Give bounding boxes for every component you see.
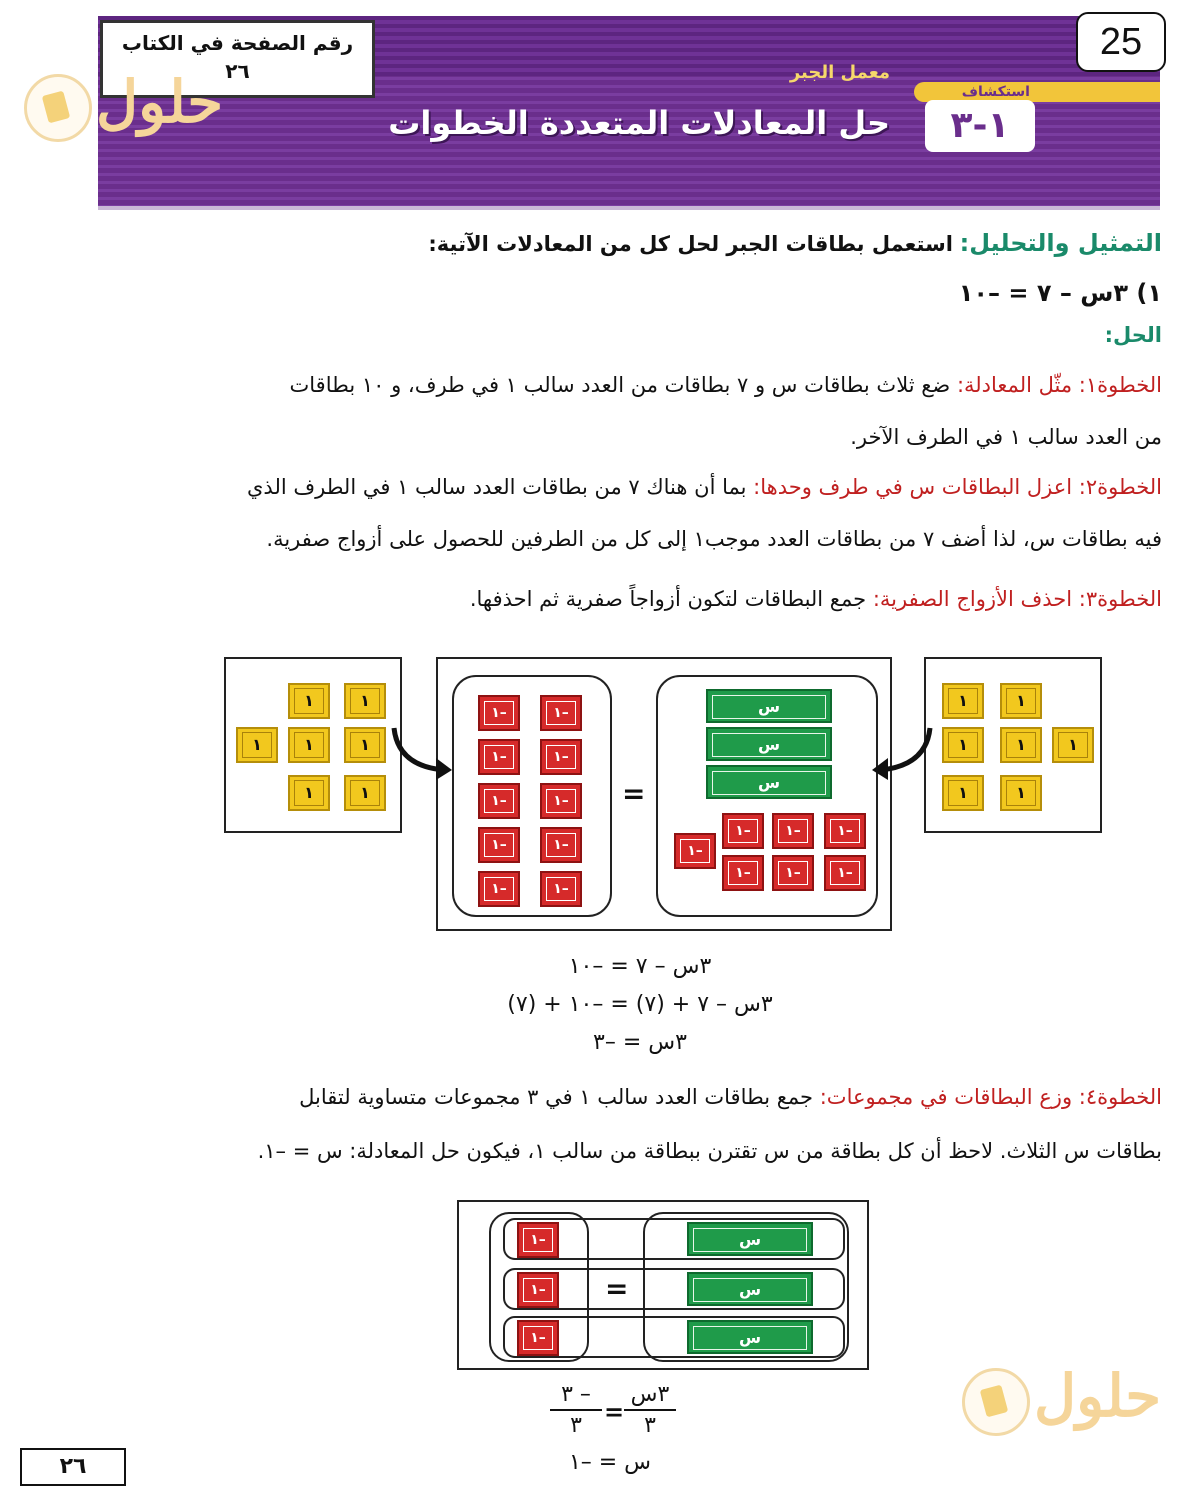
footer-page-number: ٢٦ [20, 1448, 126, 1486]
positive-one-tile: ١ [942, 683, 984, 719]
step-4-text: جمع بطاقات العدد سالب ١ في ٣ مجموعات متس… [299, 1085, 814, 1109]
book-page-label: رقم الصفحة في الكتاب [121, 31, 354, 55]
explore-tag: استكشاف [914, 82, 1160, 102]
group-row [503, 1316, 845, 1358]
mat-right-side: س س س ١– ١– ١– ١– ١– ١– ١– [656, 675, 878, 917]
positive-one-tile: ١ [1000, 775, 1042, 811]
x-tile: س [687, 1320, 813, 1354]
negative-one-tile: ١– [674, 833, 716, 869]
step-1-title: الخطوة١: مثّل المعادلة: [956, 373, 1162, 397]
negative-one-tile: ١– [772, 855, 814, 891]
step-1: الخطوة١: مثّل المعادلة: ضع ثلاث بطاقات س… [98, 370, 1163, 400]
negative-one-tile: ١– [540, 783, 582, 819]
arrow-right-icon [872, 727, 933, 780]
group-row [503, 1218, 845, 1260]
group-row [503, 1268, 845, 1310]
intro-instruction: استعمل بطاقات الجبر لحل كل من المعادلات … [428, 232, 953, 256]
equation-mat: ١– ١– ١– ١– ١– ١– ١– ١– ١– ١– = س س س ١–… [436, 657, 892, 931]
step-2-title: الخطوة٢: اعزل البطاقات س في طرف وحدها: [753, 475, 1162, 499]
right-added-tiles-box: ١ ١ ١ ١ ١ ١ ١ [924, 657, 1102, 833]
neg-column-outline [489, 1212, 589, 1362]
negative-one-tile: ١– [824, 855, 866, 891]
step-2: الخطوة٢: اعزل البطاقات س في طرف وحدها: ب… [98, 472, 1162, 502]
negative-one-tile: ١– [722, 855, 764, 891]
equals-sign: = [622, 777, 646, 810]
step-3-title: الخطوة٣: احذف الأزواج الصفرية: [872, 587, 1162, 611]
lesson-title: حل المعادلات المتعددة الخطوات [388, 104, 890, 142]
lesson-number: ١-٣ [925, 100, 1035, 152]
negative-one-tile: ١– [772, 813, 814, 849]
x-tile: س [706, 727, 832, 761]
positive-one-tile: ١ [288, 727, 330, 763]
final-solution: س = –١ [568, 1450, 652, 1475]
negative-one-tile: ١– [540, 739, 582, 775]
x-tile: س [706, 765, 832, 799]
problem-equation: ١) ٣س – ٧ = –١٠ [958, 279, 1162, 307]
positive-one-tile: ١ [1000, 683, 1042, 719]
x-tile: س [706, 689, 832, 723]
x-tile: س [687, 1222, 813, 1256]
step-4-text-2: بطاقات س الثلاث. لاحظ أن كل بطاقة من س ت… [257, 1139, 1162, 1163]
negative-one-tile: ١– [517, 1222, 559, 1258]
negative-one-tile: ١– [478, 827, 520, 863]
step-1-text-2: من العدد سالب ١ في الطرف الآخر. [850, 425, 1162, 449]
negative-one-tile: ١– [540, 827, 582, 863]
mat-left-side: ١– ١– ١– ١– ١– ١– ١– ١– ١– ١– [452, 675, 612, 917]
equals-sign: = [604, 1398, 625, 1426]
intro-line: التمثيل والتحليل: استعمل بطاقات الجبر لح… [98, 228, 1162, 259]
watermark-logo-bottom: حلول [962, 1362, 1162, 1438]
negative-one-tile: ١– [824, 813, 866, 849]
equation-line-1: ٣س – ٧ = –١٠ [568, 954, 712, 979]
negative-one-tile: ١– [517, 1272, 559, 1308]
equation-line-2: ٣س – ٧ + (٧) = –١٠ + (٧) [507, 992, 773, 1017]
book-icon [962, 1368, 1030, 1436]
positive-one-tile: ١ [236, 727, 278, 763]
step-3-text: جمع البطاقات لتكون أزواجاً صفرية ثم احذف… [469, 587, 867, 611]
intro-heading: التمثيل والتحليل: [959, 229, 1162, 257]
equation-line-3: ٣س = –٣ [593, 1030, 687, 1055]
step-1-text: ضع ثلاث بطاقات س و ٧ بطاقات من العدد سال… [289, 373, 951, 397]
book-page-number: ٢٦ [225, 59, 250, 83]
negative-one-tile: ١– [478, 783, 520, 819]
fraction-rhs: ٣ – ٣ [546, 1382, 606, 1438]
left-added-tiles-box: ١ ١ ١ ١ ١ ١ ١ [224, 657, 402, 833]
arrow-left-icon [391, 727, 452, 780]
step-4: الخطوة٤: وزع البطاقات في مجموعات: جمع بط… [98, 1082, 1162, 1112]
negative-one-tile: ١– [478, 739, 520, 775]
positive-one-tile: ١ [344, 775, 386, 811]
step-2-text-2: فيه بطاقات س، لذا أضف ٧ من بطاقات العدد … [266, 527, 1162, 551]
lab-label: معمل الجبر [789, 62, 890, 83]
positive-one-tile: ١ [1000, 727, 1042, 763]
step-2-text: بما أن هناك ٧ من بطاقات العدد سالب ١ في … [246, 475, 747, 499]
grouping-mat: ١– ١– ١– = س س س [457, 1200, 869, 1370]
step-3: الخطوة٣: احذف الأزواج الصفرية: جمع البطا… [98, 584, 1162, 614]
negative-one-tile: ١– [517, 1320, 559, 1356]
positive-one-tile: ١ [288, 683, 330, 719]
negative-one-tile: ١– [540, 871, 582, 907]
negative-one-tile: ١– [478, 695, 520, 731]
book-page-box: رقم الصفحة في الكتاب ٢٦ [100, 20, 375, 98]
page-badge: 25 [1076, 12, 1166, 72]
step-4-title: الخطوة٤: وزع البطاقات في مجموعات: [819, 1085, 1162, 1109]
x-tile: س [687, 1272, 813, 1306]
positive-one-tile: ١ [942, 727, 984, 763]
positive-one-tile: ١ [942, 775, 984, 811]
watermark-logo: حلول [24, 68, 224, 144]
fraction-lhs: ٣س ٣ [620, 1382, 680, 1438]
positive-one-tile: ١ [344, 683, 386, 719]
positive-one-tile: ١ [1052, 727, 1094, 763]
book-icon [24, 74, 92, 142]
positive-one-tile: ١ [288, 775, 330, 811]
positive-one-tile: ١ [344, 727, 386, 763]
negative-one-tile: ١– [722, 813, 764, 849]
x-column-outline [643, 1212, 849, 1362]
solution-label: الحل: [1104, 323, 1162, 347]
negative-one-tile: ١– [478, 871, 520, 907]
negative-one-tile: ١– [540, 695, 582, 731]
equals-sign: = [605, 1272, 629, 1305]
